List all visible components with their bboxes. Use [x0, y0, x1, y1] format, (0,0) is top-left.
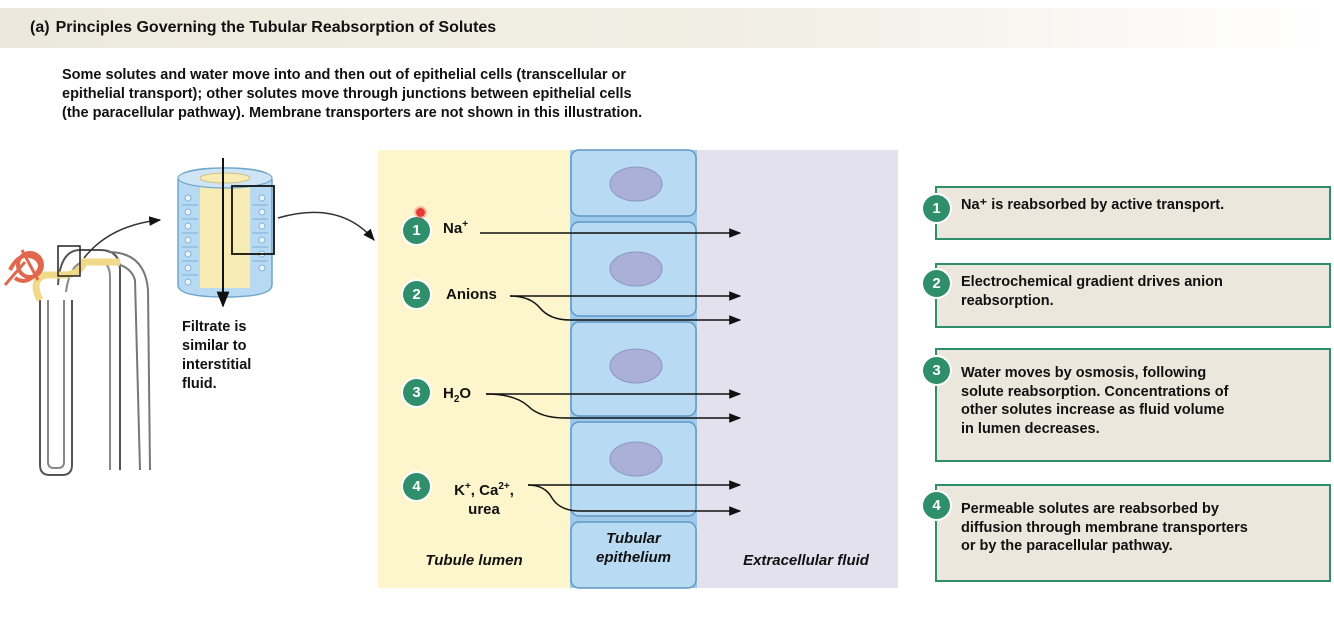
solute-text: Na	[443, 220, 463, 237]
explanation-line: Na⁺ is reabsorbed by active transport.	[961, 197, 1225, 213]
tubule-lumen-label: Tubule lumen	[425, 552, 523, 569]
explanation-line: solute reabsorption. Concentrations of	[961, 383, 1229, 400]
explanation-box-2: Electrochemical gradient drives anion re…	[935, 263, 1331, 328]
solute-k-ca-urea-label: K+, Ca2+, urea	[448, 477, 520, 519]
epithelial-cell	[570, 521, 697, 589]
solute-line: urea	[468, 501, 500, 518]
intro-line: epithelial transport); other solutes mov…	[62, 86, 632, 102]
explanation-line: Water moves by osmosis, following	[961, 365, 1207, 381]
explanation-line: or by the paracellular pathway.	[961, 538, 1173, 554]
arrow-water-paracellular	[485, 393, 742, 423]
explanation-line: reabsorption.	[961, 292, 1054, 309]
cylinder-zoom-box	[231, 185, 275, 255]
explanation-box-1: Na⁺ is reabsorbed by active transport.	[935, 186, 1331, 240]
explanation-box-4: Permeable solutes are reabsorbed by diff…	[935, 484, 1331, 582]
region-label-line: Tubular	[606, 530, 661, 547]
solute-water-label: H2O	[443, 385, 471, 405]
filtrate-note-line: interstitial	[182, 357, 252, 373]
step-4-marker: 4	[403, 473, 430, 500]
solute-text: , Ca	[470, 482, 499, 499]
arrow-anions-paracellular	[509, 295, 742, 325]
figure-title: (a) Principles Governing the Tubular Reab…	[30, 19, 496, 37]
highlighted-tubule	[32, 258, 120, 302]
solute-superscript: +	[464, 481, 471, 492]
region-label-line: epithelium	[595, 549, 671, 566]
solute-subscript: 2	[453, 394, 460, 405]
cell-nuclei	[609, 166, 663, 477]
nephron-zoom-box	[57, 245, 81, 277]
solute-na-label: Na+	[443, 219, 468, 237]
extracellular-fluid-label: Extracellular fluid	[743, 552, 869, 569]
solute-line: K+, Ca2+,	[448, 477, 520, 500]
explanation-line: in lumen decreases.	[961, 420, 1100, 437]
zoom-arrow-1	[83, 216, 162, 259]
explanation-line: Permeable solutes are reabsorbed by	[961, 501, 1219, 517]
explanation-text: Electrochemical gradient drives anion re…	[961, 273, 1321, 310]
step-1-marker: 1	[403, 217, 430, 244]
explanation-line: diffusion through membrane transporters	[961, 519, 1248, 536]
figure-title-text: Principles Governing the Tubular Reabsor…	[55, 19, 497, 36]
explanation-2-marker: 2	[923, 270, 950, 297]
filtrate-note-line: fluid.	[182, 376, 217, 392]
intro-paragraph: Some solutes and water move into and the…	[62, 66, 762, 123]
cell-nucleus	[609, 441, 663, 477]
filtrate-note-line: Filtrate is	[182, 319, 247, 335]
tubular-epithelium-label: Tubular epithelium	[570, 529, 697, 567]
solute-superscript: 2+	[498, 481, 510, 492]
explanation-text: Na⁺ is reabsorbed by active transport.	[961, 196, 1321, 215]
intro-line: (the paracellular pathway). Membrane tra…	[62, 105, 643, 121]
explanation-box-3: Water moves by osmosis, following solute…	[935, 348, 1331, 462]
solute-text: ,	[509, 482, 514, 499]
header-bar	[0, 8, 1334, 48]
zoom-arrow-2	[277, 211, 375, 241]
solute-text: K	[454, 482, 465, 499]
explanation-4-marker: 4	[923, 492, 950, 519]
solute-text: H	[443, 385, 454, 402]
cell-nucleus	[609, 251, 663, 287]
solute-anions-label: Anions	[446, 286, 497, 303]
cell-nucleus	[609, 348, 663, 384]
figure-panel-tag: (a)	[30, 19, 50, 36]
solute-superscript: +	[462, 219, 469, 230]
solute-text: O	[459, 385, 472, 402]
transport-arrows	[480, 228, 742, 516]
filtrate-note-line: similar to	[182, 338, 247, 354]
filtrate-note: Filtrate is similar to interstitial flui…	[182, 318, 251, 394]
explanation-text: Water moves by osmosis, following solute…	[961, 364, 1321, 438]
explanation-1-marker: 1	[923, 195, 950, 222]
tubule-cylinder	[177, 167, 275, 298]
arrow-k-ca-urea-paracellular	[527, 484, 742, 516]
glomerulus-drawing	[3, 249, 44, 286]
explanation-3-marker: 3	[923, 357, 950, 384]
step-2-marker: 2	[403, 281, 430, 308]
pointer-dot	[416, 208, 425, 217]
explanation-line: Electrochemical gradient drives anion	[961, 274, 1223, 290]
step-3-marker: 3	[403, 379, 430, 406]
explanation-text: Permeable solutes are reabsorbed by diff…	[961, 500, 1321, 556]
cell-nucleus	[609, 166, 663, 202]
explanation-line: other solutes increase as fluid volume	[961, 402, 1225, 418]
intro-line: Some solutes and water move into and the…	[62, 67, 627, 83]
